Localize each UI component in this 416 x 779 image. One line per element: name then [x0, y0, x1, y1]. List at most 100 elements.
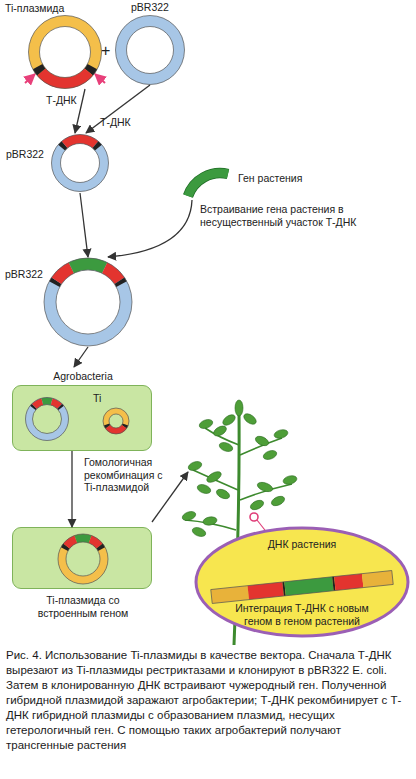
plasmid-ring [56, 139, 104, 187]
figure-caption: Рис. 4. Использование Ti-плазмиды в каче… [6, 648, 410, 753]
plasmid-ring [50, 264, 126, 340]
leaf [254, 434, 270, 447]
dna-segment [107, 424, 108, 426]
node-label: ДНК растения [233, 538, 371, 551]
ring-outline [103, 408, 129, 434]
dna-segment [54, 281, 56, 284]
node-label: pBR322 [6, 148, 50, 161]
dna-segment [33, 406, 34, 408]
leaf [256, 481, 274, 494]
flow-arrow [75, 89, 85, 133]
ring-outline [61, 144, 100, 183]
ring-outline [33, 405, 62, 434]
node-label: Ti [93, 392, 113, 405]
leaf [270, 494, 286, 507]
plant-dna-zoom: ДНК растенияИнтеграция Т-ДНК с новым ген… [193, 526, 411, 638]
dna-segment [89, 67, 93, 72]
node-label: Ti-плазмида [5, 2, 105, 15]
plasmid-ring [121, 21, 179, 79]
free-label: + [101, 42, 115, 60]
dna-segment [76, 538, 90, 539]
flow-arrow [108, 200, 192, 257]
node-label: Т-ДНК [46, 94, 96, 107]
dna-segment [90, 539, 99, 546]
dna-segment [57, 268, 72, 281]
plasmid-ring [34, 21, 96, 83]
plant-leaves [181, 400, 298, 538]
flow-arrow [80, 193, 88, 257]
agrobacterium-cell: Ti-плазмида со встроенным геном [12, 527, 152, 589]
dna-segment [120, 281, 122, 284]
node-shape [101, 406, 131, 436]
node-shape [13, 528, 151, 588]
leaf [242, 412, 258, 427]
flow-arrow [74, 347, 88, 367]
ring-outline [26, 398, 69, 441]
dna-segment [42, 397, 51, 405]
dna-band [211, 571, 393, 604]
leaf [262, 449, 278, 461]
leaf [198, 418, 214, 430]
hybrid-plasmid: pBR322 [43, 257, 133, 347]
ti-plasmid: Ti-плазмидаТ-ДНК [28, 15, 102, 89]
band-outline [211, 571, 393, 604]
zoom-ellipse [196, 528, 408, 636]
dna-segment [124, 424, 125, 426]
node-shape [13, 386, 151, 450]
leaf [215, 487, 231, 500]
gene-arc [188, 173, 228, 196]
node-label: Т-ДНК [100, 116, 150, 129]
plasmid-ring [62, 538, 104, 580]
dna-segment [71, 264, 104, 268]
leaf [181, 510, 197, 522]
edge-label: Гомологичная рекомбинация с Ti-плазмидой [84, 456, 164, 494]
dna-segment [100, 546, 102, 549]
agrobacterium-cell: AgrobacteriaTi [12, 385, 152, 451]
node-label: pBR322 [5, 268, 45, 281]
plasmid-ring [29, 401, 65, 437]
leaf [282, 474, 298, 485]
node-shape [43, 257, 133, 347]
leaf [205, 470, 223, 485]
ring-outline [56, 270, 120, 334]
dna-segment [95, 145, 98, 148]
cut-arrow [95, 74, 105, 83]
dna-segment [60, 406, 61, 408]
ring-outline [29, 16, 102, 89]
leaf [196, 483, 212, 495]
ring-outline [66, 542, 100, 576]
leaf [218, 441, 234, 453]
ring-outline [40, 27, 91, 78]
dna-segment [248, 582, 284, 600]
leaf [273, 428, 289, 439]
ring-outline [52, 135, 109, 192]
plasmid-ring [106, 411, 126, 431]
node-shape [28, 15, 102, 89]
node-label: pBR322 [115, 1, 185, 14]
leaf [235, 400, 243, 416]
node-label: Ген растения [238, 172, 338, 185]
leaf [212, 424, 228, 438]
node-shape [115, 15, 185, 85]
node-shape [50, 133, 110, 193]
recombinant-plasmid: Т-ДНКpBR322 [50, 133, 110, 193]
ring-outline [127, 27, 174, 74]
flow-arrow [71, 451, 72, 527]
dna-segment [62, 145, 65, 148]
dna-segment [105, 268, 120, 281]
leaf [202, 516, 217, 526]
dna-segment [38, 67, 42, 72]
dna-segment [108, 427, 124, 431]
leaf [191, 526, 207, 538]
plant-gene: Ген растения [182, 168, 232, 200]
gene-outline [188, 173, 228, 196]
pbr322-plasmid: pBR322 [115, 15, 185, 85]
node-label: Ti-плазмида со встроенным геном [23, 594, 143, 619]
node-label: Agrobacteria [13, 370, 153, 383]
leaf [249, 498, 265, 511]
flow-arrow [86, 85, 150, 133]
ring-outline [109, 414, 123, 428]
dna-segment [211, 586, 249, 604]
ring-outline [44, 258, 132, 346]
node-label: Интеграция Т-ДНК с новым геном в геном р… [227, 602, 377, 627]
